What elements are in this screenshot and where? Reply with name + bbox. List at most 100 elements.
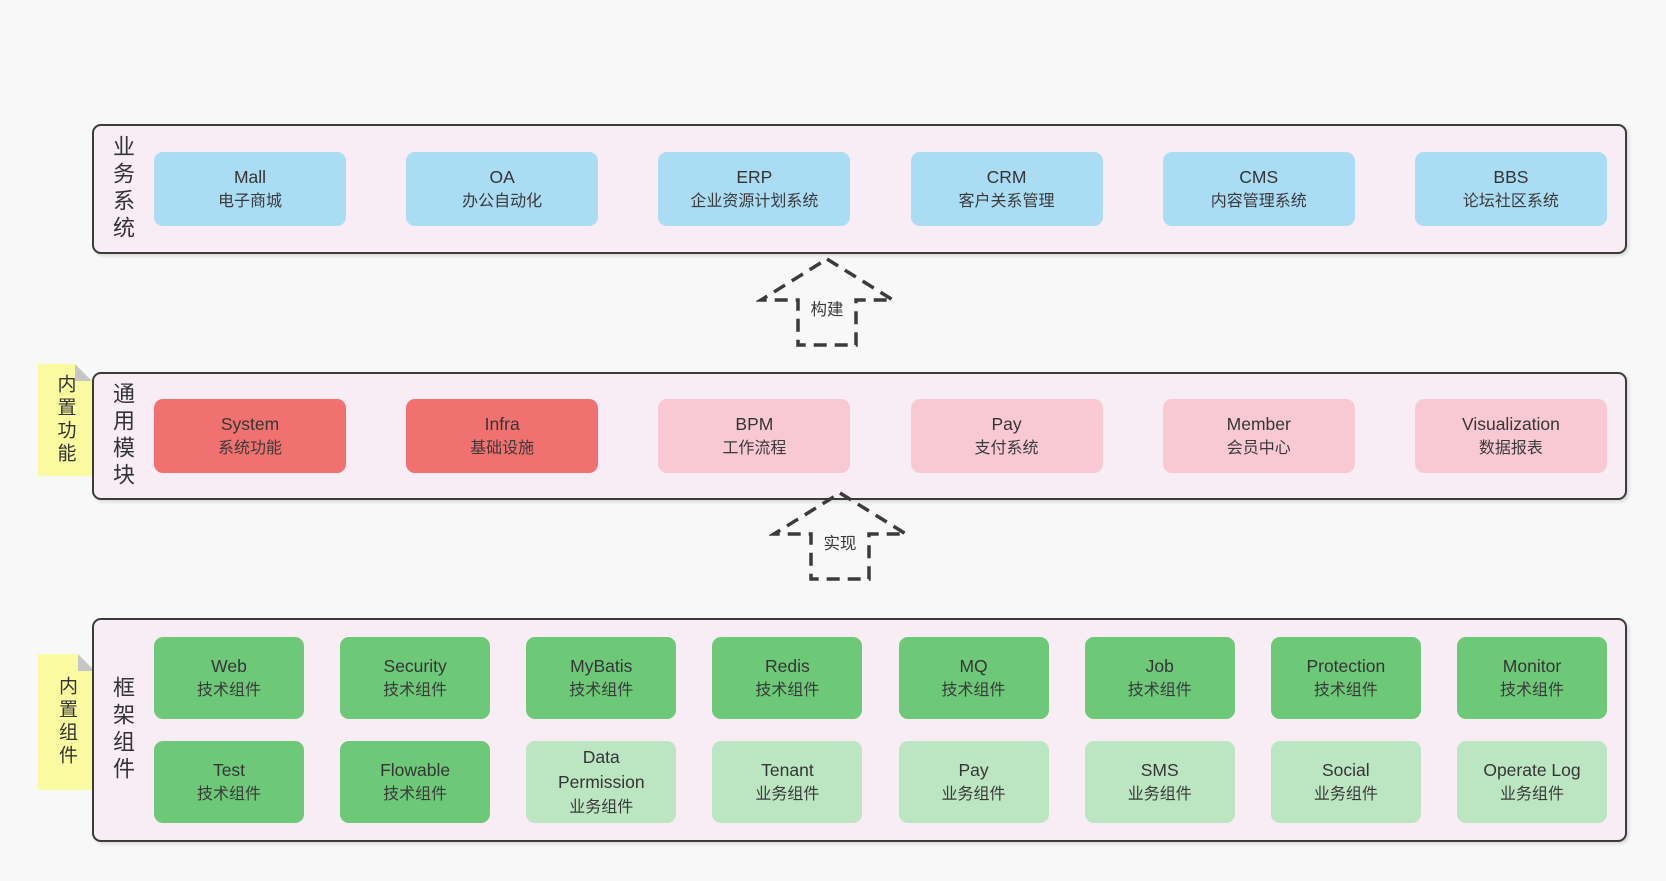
box-mybatis: MyBatis 技术组件 [526,637,677,719]
box-cms: CMS 内容管理系统 [1162,152,1355,226]
box-erp: ERP 企业资源计划系统 [658,152,851,226]
box-title: Pay [958,759,989,780]
box-title: Member [1226,413,1291,434]
box-redis: Redis 技术组件 [712,637,863,719]
arrow-build: 构建 [756,256,898,348]
box-web: Web 技术组件 [154,637,304,719]
box-title: MyBatis [570,655,633,676]
band-modules-label: 通用模块 [110,382,135,490]
box-subtitle: 技术组件 [569,682,634,700]
box-bbs: BBS 论坛社区系统 [1414,152,1607,226]
box-job: Job 技术组件 [1084,637,1235,719]
box-subtitle: 办公自动化 [462,193,543,211]
box-title: Infra [484,413,520,434]
box-system: System 系统功能 [154,399,346,473]
box-title: CMS [1239,166,1279,187]
box-title: Data Permission [558,747,645,793]
box-title: BPM [735,413,774,434]
box-title: Protection [1306,655,1386,676]
box-subtitle: 支付系统 [974,440,1039,458]
band-components-grid: Web 技术组件 Security 技术组件 MyBatis 技术组件 Redi… [150,620,1625,840]
sticky-note-builtin-components: 内置组件 [38,654,95,790]
box-subtitle: 系统功能 [217,440,282,458]
box-protection: Protection 技术组件 [1270,637,1421,719]
box-title: CRM [986,166,1027,187]
box-subtitle: 技术组件 [383,786,448,804]
box-subtitle: 技术组件 [196,682,261,700]
box-flowable: Flowable 技术组件 [340,741,491,823]
box-crm: CRM 客户关系管理 [910,152,1103,226]
box-visualization: Visualization 数据报表 [1414,399,1607,473]
box-operate-log: Operate Log 业务组件 [1456,741,1607,823]
box-title: BBS [1493,166,1529,187]
box-title: Mall [233,166,267,187]
box-subtitle: 技术组件 [755,682,820,700]
band-components-label: 框架组件 [110,676,135,784]
box-title: Operate Log [1483,759,1581,780]
box-subtitle: 技术组件 [941,682,1006,700]
box-subtitle: 技术组件 [1499,682,1564,700]
box-subtitle: 业务组件 [1499,786,1564,804]
box-subtitle: 论坛社区系统 [1462,193,1559,211]
band-business-systems: 业务系统 Mall 电子商城 OA 办公自动化 ERP 企业资源计划系统 CRM… [92,124,1627,254]
band-business-row: Mall 电子商城 OA 办公自动化 ERP 企业资源计划系统 CRM 客户关系… [150,126,1625,252]
box-subtitle: 业务组件 [569,798,634,816]
box-pay-system: Pay 支付系统 [910,399,1103,473]
box-title: Job [1145,655,1174,676]
box-subtitle: 业务组件 [1313,786,1378,804]
box-security: Security 技术组件 [340,637,491,719]
box-subtitle: 技术组件 [383,682,448,700]
box-subtitle: 基础设施 [470,440,535,458]
box-subtitle: 业务组件 [941,786,1006,804]
box-title: OA [489,166,515,187]
box-title: Social [1322,759,1370,780]
box-subtitle: 数据报表 [1478,440,1543,458]
box-subtitle: 业务组件 [1127,786,1192,804]
box-title: Tenant [761,759,814,780]
box-title: Test [212,759,246,780]
box-sms: SMS 业务组件 [1084,741,1235,823]
box-bpm: BPM 工作流程 [658,399,851,473]
box-subtitle: 会员中心 [1226,440,1291,458]
box-title: Monitor [1502,655,1562,676]
box-pay-component: Pay 业务组件 [898,741,1049,823]
box-member: Member 会员中心 [1162,399,1355,473]
box-subtitle: 技术组件 [196,786,261,804]
arrow-build-label: 构建 [807,296,847,320]
box-title: SMS [1140,759,1179,780]
box-data-permission: Data Permission 业务组件 [526,741,677,823]
box-subtitle: 客户关系管理 [958,193,1055,211]
box-subtitle: 电子商城 [217,193,282,211]
box-title: ERP [736,166,773,187]
box-subtitle: 内容管理系统 [1210,193,1307,211]
box-subtitle: 工作流程 [722,440,787,458]
box-oa: OA 办公自动化 [406,152,599,226]
sticky-note-label: 内置功能 [54,374,76,466]
box-title: Web [211,655,247,676]
box-subtitle: 技术组件 [1313,682,1378,700]
components-row-2: Test 技术组件 Flowable 技术组件 Data Permission … [154,741,1607,823]
box-title: Visualization [1461,413,1560,434]
box-title: Pay [991,413,1022,434]
box-infra: Infra 基础设施 [406,399,599,473]
band-common-modules: 通用模块 System 系统功能 Infra 基础设施 BPM 工作流程 Pay… [92,372,1627,500]
box-mq: MQ 技术组件 [898,637,1049,719]
band-modules-row: System 系统功能 Infra 基础设施 BPM 工作流程 Pay 支付系统… [150,374,1625,498]
box-subtitle: 企业资源计划系统 [690,193,819,211]
box-title: System [220,413,280,434]
box-tenant: Tenant 业务组件 [712,741,863,823]
box-monitor: Monitor 技术组件 [1456,637,1607,719]
box-mall: Mall 电子商城 [154,152,346,226]
box-title: Security [383,655,447,676]
arrow-implement: 实现 [769,490,911,582]
band-business-label: 业务系统 [110,135,135,243]
box-title: MQ [959,655,988,676]
box-subtitle: 业务组件 [755,786,820,804]
box-title: Flowable [380,759,451,780]
sticky-note-builtin-features: 内置功能 [38,364,92,476]
box-test: Test 技术组件 [154,741,304,823]
components-row-1: Web 技术组件 Security 技术组件 MyBatis 技术组件 Redi… [154,637,1607,719]
band-framework-components: 框架组件 Web 技术组件 Security 技术组件 MyBatis 技术组件… [92,618,1627,842]
sticky-note-label: 内置组件 [56,676,77,768]
